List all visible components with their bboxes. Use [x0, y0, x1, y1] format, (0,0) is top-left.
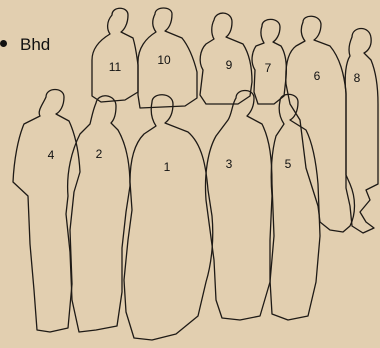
- person-number-4: 4: [48, 148, 55, 162]
- person-number-9: 9: [226, 58, 233, 72]
- person-outline-1[interactable]: 1: [124, 95, 213, 340]
- person-outline-3[interactable]: 3: [205, 91, 274, 321]
- person-outline-8[interactable]: 8: [345, 29, 378, 234]
- person-outline-2[interactable]: 2: [66, 96, 130, 332]
- person-outline-4[interactable]: 4: [13, 90, 80, 333]
- person-outline-11[interactable]: 11: [92, 8, 138, 102]
- person-outline-7[interactable]: 7: [252, 19, 286, 104]
- person-number-10: 10: [157, 53, 171, 67]
- person-number-7: 7: [265, 61, 272, 75]
- person-outline-10[interactable]: 10: [138, 8, 197, 108]
- person-number-5: 5: [285, 157, 292, 171]
- person-number-11: 11: [109, 60, 122, 74]
- person-number-8: 8: [354, 71, 361, 85]
- person-number-6: 6: [314, 69, 321, 83]
- person-outline-5[interactable]: 5: [270, 94, 320, 320]
- person-number-3: 3: [226, 157, 233, 171]
- person-number-1: 1: [164, 160, 171, 174]
- person-number-2: 2: [96, 147, 103, 161]
